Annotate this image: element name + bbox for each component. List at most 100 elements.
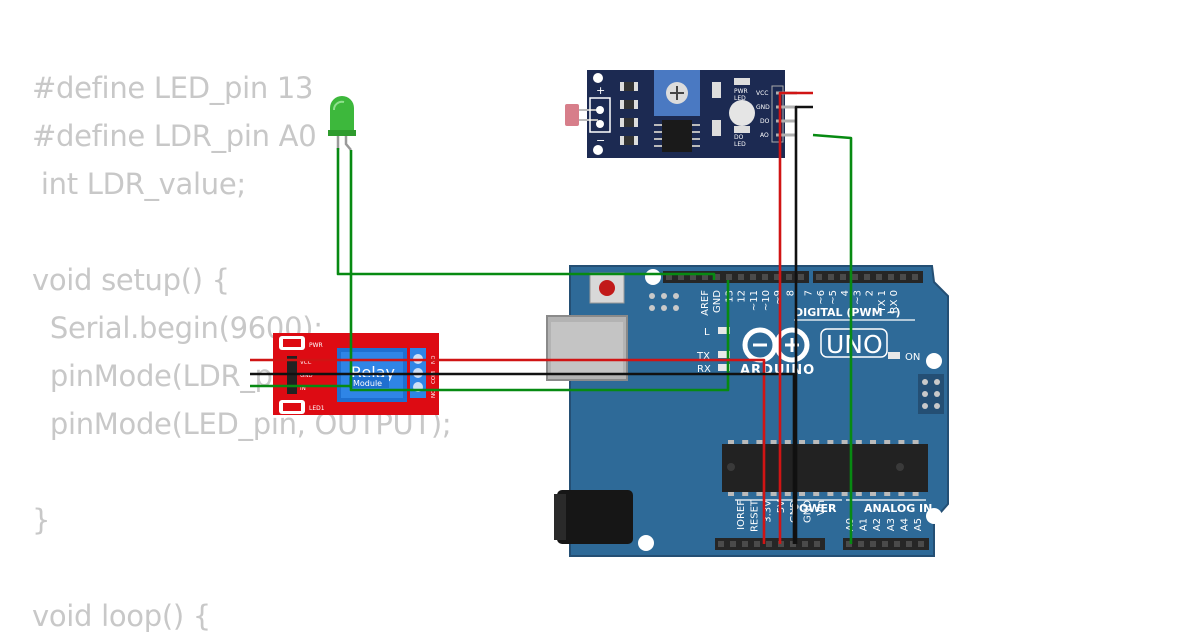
- pin-label: A2: [872, 518, 883, 531]
- wire-ldr-ao: [812, 133, 853, 544]
- power-pin[interactable]: [742, 541, 748, 547]
- pin-label: 8: [785, 290, 796, 296]
- pin-label: 2: [865, 290, 876, 296]
- arduino-brand-label: ARDUINO: [740, 363, 815, 378]
- digital-pin[interactable]: [738, 274, 744, 280]
- pin-label: RESET: [749, 499, 760, 532]
- pin-label: A3: [886, 518, 897, 531]
- digital-pin[interactable]: [690, 274, 696, 280]
- digital-pin[interactable]: [852, 274, 858, 280]
- code-line: #define LDR_pin A0: [32, 119, 317, 153]
- power-pin[interactable]: [814, 541, 820, 547]
- pin-label: ~3: [852, 290, 863, 305]
- relay-led1-label: LED1: [309, 405, 325, 412]
- ldr-pin-ao-label: AO: [760, 132, 769, 139]
- ldr-pin-do-label: DO: [760, 118, 770, 125]
- digital-pin[interactable]: [888, 274, 894, 280]
- digital-pin[interactable]: [702, 274, 708, 280]
- power-section-title: POWER: [791, 502, 837, 515]
- analog-pin[interactable]: [858, 541, 864, 547]
- power-pin[interactable]: [802, 541, 808, 547]
- relay-gnd-label: GND: [300, 373, 313, 379]
- svg-text:Module: Module: [353, 379, 382, 388]
- svg-text:RX: RX: [697, 364, 711, 375]
- ldr-sensor-module[interactable]: + −: [565, 70, 797, 158]
- relay-nc-label: NC: [431, 390, 437, 398]
- photoresistor: [565, 104, 598, 126]
- digital-pin[interactable]: [714, 274, 720, 280]
- atmega-chip: [722, 440, 928, 496]
- analog-pin[interactable]: [906, 541, 912, 547]
- pin-label: TX 1: [877, 290, 888, 314]
- analog-pin[interactable]: [894, 541, 900, 547]
- green-led[interactable]: [328, 96, 356, 151]
- digital-pin[interactable]: [900, 274, 906, 280]
- analog-pin[interactable]: [882, 541, 888, 547]
- pin-label: GND: [803, 500, 814, 523]
- digital-pin[interactable]: [774, 274, 780, 280]
- led-rx: RX: [697, 364, 730, 375]
- relay-pwr-label: PWR: [309, 342, 323, 349]
- svg-text:L: L: [704, 327, 710, 338]
- digital-pin[interactable]: [762, 274, 768, 280]
- pin-label: 12: [737, 290, 748, 303]
- reset-button[interactable]: [589, 272, 625, 304]
- mount-hole: [638, 535, 654, 551]
- wire-led-to-pin13: [336, 148, 716, 280]
- digital-pin[interactable]: [786, 274, 792, 280]
- comparator-chip: [654, 120, 700, 152]
- relay-vcc-label: VCC: [300, 360, 312, 366]
- power-pin[interactable]: [718, 541, 724, 547]
- digital-pin[interactable]: [912, 274, 918, 280]
- pin-label: ~11: [749, 290, 760, 311]
- pin-label: AREF: [700, 290, 711, 316]
- led-on: ON: [888, 352, 920, 363]
- power-pin[interactable]: [766, 541, 772, 547]
- digital-pin[interactable]: [816, 274, 822, 280]
- wire-ldr-gnd: [794, 105, 813, 544]
- wire-ldr-vcc: [778, 91, 813, 544]
- digital-pin[interactable]: [840, 274, 846, 280]
- digital-pin[interactable]: [678, 274, 684, 280]
- digital-pin[interactable]: [750, 274, 756, 280]
- digital-pin[interactable]: [876, 274, 882, 280]
- power-pin[interactable]: [730, 541, 736, 547]
- uno-model-label: UNO: [826, 330, 883, 359]
- pin-label: A5: [913, 518, 924, 531]
- analog-pin[interactable]: [870, 541, 876, 547]
- analog-header[interactable]: [843, 538, 929, 550]
- ldr-pin-gnd-label: GND: [756, 104, 770, 111]
- digital-pin[interactable]: [828, 274, 834, 280]
- pin-label: GND: [712, 290, 723, 313]
- pin-label: IOREF: [736, 500, 747, 530]
- analog-pin[interactable]: [846, 541, 852, 547]
- wire-relay-vcc-5v: [250, 358, 766, 544]
- mount-hole: [926, 353, 942, 369]
- pin-label: Vin: [816, 500, 827, 516]
- usb-connector: [546, 315, 628, 381]
- digital-pin[interactable]: [798, 274, 804, 280]
- digital-pin[interactable]: [726, 274, 732, 280]
- power-header[interactable]: [715, 538, 825, 550]
- digital-pin[interactable]: [864, 274, 870, 280]
- power-pin[interactable]: [754, 541, 760, 547]
- code-line: #define LED_pin 13: [32, 71, 314, 105]
- led-tx: TX: [696, 351, 730, 362]
- pin-label: ~5: [828, 290, 839, 305]
- ldr-plus-label: +: [596, 84, 605, 97]
- icsp-header-right: [918, 374, 944, 414]
- analog-pin[interactable]: [918, 541, 924, 547]
- svg-text:TX: TX: [696, 351, 710, 362]
- code-line: void setup() {: [32, 263, 230, 297]
- potentiometer[interactable]: [654, 70, 700, 116]
- mount-hole: [926, 508, 942, 524]
- icsp-header: [649, 293, 679, 311]
- digital-pin[interactable]: [666, 274, 672, 280]
- relay-com-label: COM: [431, 371, 437, 384]
- pin-label: 7: [804, 290, 815, 296]
